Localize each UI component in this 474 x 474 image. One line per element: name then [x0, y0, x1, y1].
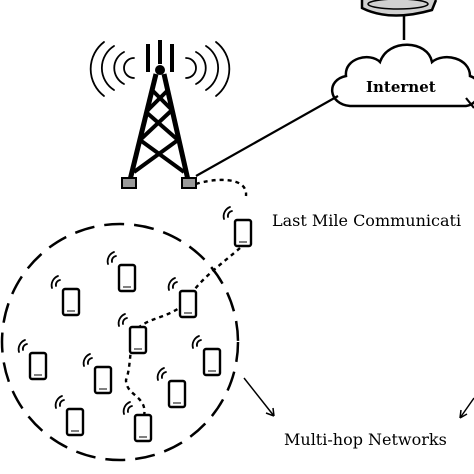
multihop-cluster-boundary	[0, 222, 240, 462]
mobile-phone-icon	[122, 400, 153, 443]
mobile-phone-icon	[191, 334, 222, 377]
cell-tower-icon	[121, 40, 197, 189]
last-mile-link	[195, 178, 248, 197]
cloud-right-link	[465, 97, 474, 109]
mobile-phone-icon	[17, 338, 48, 381]
server-icon	[360, 0, 438, 17]
last-mile-label: Last Mile Communicati	[272, 211, 461, 230]
tower-signal-right-icon	[185, 41, 231, 97]
mobile-phone-icon	[82, 352, 113, 395]
mobile-phone-icon	[167, 276, 198, 319]
tower-signal-left-icon	[89, 41, 135, 97]
multihop-arrow-right	[459, 397, 474, 419]
mobile-phone-icon	[156, 366, 187, 409]
relay-phone-icon	[222, 205, 253, 248]
multihop-label: Multi-hop Networks	[284, 430, 447, 449]
mobile-phone-icon	[54, 394, 85, 437]
mobile-phone-icon	[106, 250, 137, 293]
cloud-icon: Internet	[330, 43, 474, 108]
multihop-arrow-left	[243, 377, 275, 417]
mobile-phone-icon	[50, 274, 81, 317]
mobile-phone-icon	[117, 312, 148, 355]
backhaul-link	[195, 95, 339, 177]
internet-label: Internet	[366, 78, 436, 96]
